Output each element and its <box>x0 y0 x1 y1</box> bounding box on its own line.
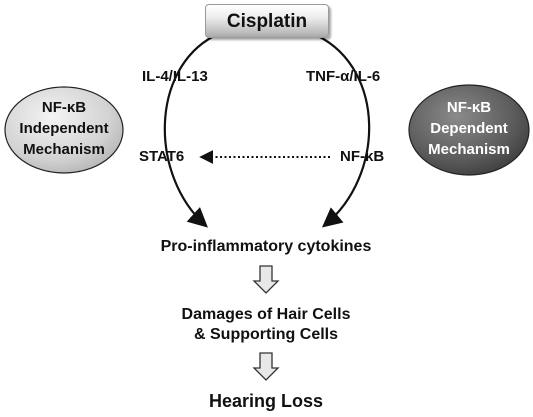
cisplatin-node: Cisplatin <box>205 4 329 38</box>
block-arrow-1 <box>252 265 280 294</box>
nfkb-label: NF-κB <box>340 148 385 165</box>
cisplatin-label: Cisplatin <box>226 11 308 32</box>
right-oval: NF-κB Dependent Mechanism <box>409 98 529 162</box>
right-oval-line-2: Dependent <box>430 120 508 137</box>
right-oval-line-3: Mechanism <box>428 141 510 158</box>
left-oval-line-3: Mechanism <box>23 141 105 158</box>
hearing-loss-label: Hearing Loss <box>208 391 324 411</box>
cytokines-label: Pro-inflammatory cytokines <box>160 238 372 255</box>
left-oval-shape <box>4 86 124 174</box>
left-oval: NF-κB Independent Mechanism <box>5 98 123 162</box>
stat6-label: STAT6 <box>139 148 185 165</box>
block-arrow-2 <box>252 352 280 381</box>
right-oval-shape <box>408 84 530 176</box>
left-oval-line-2: Independent <box>19 120 109 137</box>
damage-line-1: Damages of Hair Cells <box>181 306 351 323</box>
right-curved-arrow <box>317 35 371 228</box>
right-branch-label: TNF-α/IL-6 <box>306 68 381 85</box>
right-oval-line-1: NF-κB <box>446 99 492 116</box>
left-branch-label: IL-4/IL-13 <box>142 68 208 85</box>
left-oval-line-1: NF-κB <box>41 99 87 116</box>
left-curved-arrow <box>163 35 215 228</box>
damage-line-2: & Supporting Cells <box>194 326 338 343</box>
